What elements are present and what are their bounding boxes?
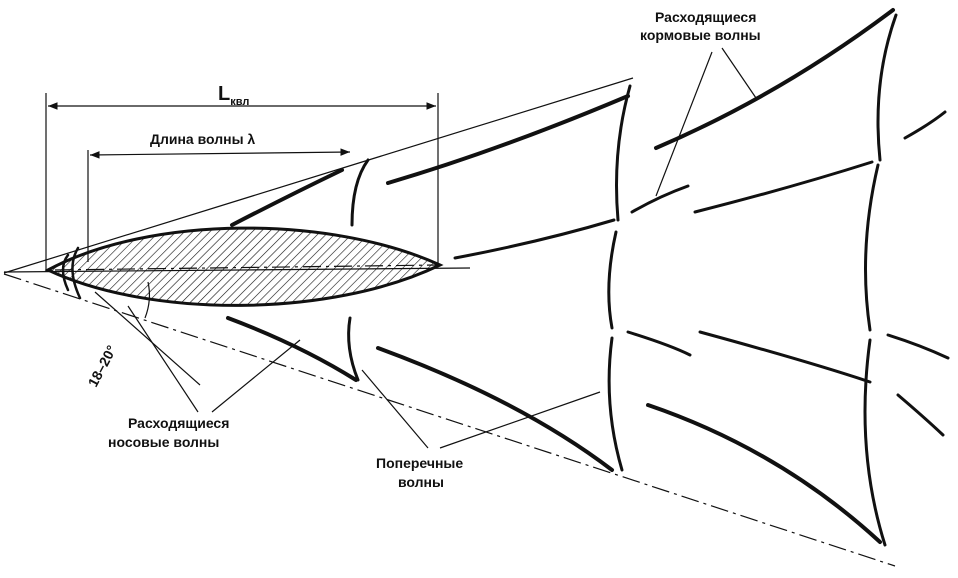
wavelength-label: Длина волны λ [150, 131, 255, 147]
angle-label: 18–20° [85, 343, 120, 390]
transverse-waves-label-line2: волны [398, 474, 444, 490]
transverse-wave-3c [863, 338, 887, 547]
upper-boundary-line [3, 77, 634, 274]
stern-wave-upper-1 [453, 218, 616, 260]
transverse-wave-2c [607, 336, 624, 472]
stern-wave-lower-1 [626, 330, 692, 357]
transverse-wave-3a [876, 13, 898, 162]
bow-leader-2 [211, 339, 301, 413]
bow-leader-1 [127, 305, 199, 413]
diverging-wave-lower-2 [376, 346, 614, 472]
stern-waves-label-line1: Расходящиеся [655, 9, 756, 25]
transverse-wave-1a [350, 158, 370, 227]
transverse-wave-1b [347, 316, 360, 382]
diverging-wave-lower-1 [226, 316, 358, 382]
stern-wave-upper-3 [693, 160, 874, 214]
stern-waves-label-line2: кормовые волны [640, 27, 761, 43]
transverse-wave-2a [615, 84, 632, 222]
bow-mark-2 [71, 246, 82, 300]
stern-wave-lower-4 [896, 393, 945, 437]
angle-arc [144, 281, 151, 319]
transverse-wave-2b [607, 230, 618, 330]
bow-waves-label-line1: Расходящиеся [128, 415, 229, 431]
stern-wave-lower-3 [886, 333, 950, 360]
diverging-wave-lower-3 [646, 403, 882, 544]
angle-leader [94, 291, 201, 386]
bow-mark-1 [61, 253, 70, 292]
diverging-wave-upper-3 [654, 8, 895, 150]
transverse-waves-label-line1: Поперечные [376, 455, 463, 471]
transverse-leader-2 [439, 391, 601, 449]
diverging-wave-upper-1 [230, 168, 344, 227]
diverging-wave-upper-4 [903, 110, 947, 140]
wavelength-dimension-line [89, 148, 351, 159]
hull-shape [44, 226, 444, 307]
stern-wave-lower-2 [698, 330, 872, 384]
diverging-wave-upper-2 [386, 94, 630, 185]
stern-leader-1 [655, 51, 713, 197]
hull-centerline [54, 264, 439, 271]
length-label: Lквл [218, 83, 249, 108]
transverse-leader-1 [361, 369, 429, 449]
transverse-wave-3b [864, 163, 880, 332]
stern-wave-upper-2 [630, 184, 690, 214]
bow-waves-label-line2: носовые волны [108, 434, 219, 450]
stern-leader-2 [721, 47, 757, 99]
lower-boundary-line [3, 273, 896, 567]
